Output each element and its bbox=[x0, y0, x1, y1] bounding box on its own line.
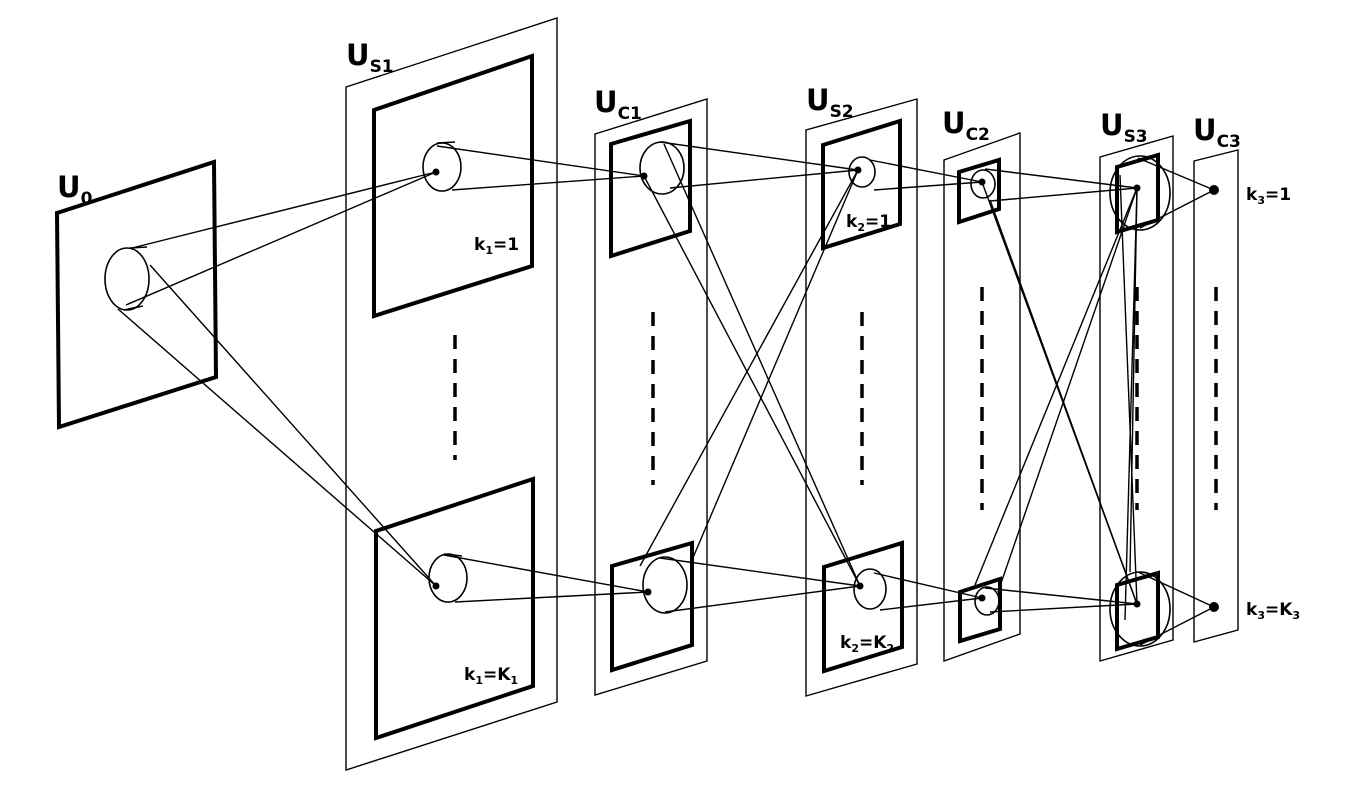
label-k3-first: k3=1 bbox=[1246, 185, 1291, 207]
cell-plane-us3-first bbox=[1115, 152, 1160, 235]
cell-dot-us3-bottom bbox=[1133, 600, 1141, 608]
cell-dot-us3-top bbox=[1133, 184, 1141, 192]
cell-plane-us2-k2-last bbox=[822, 540, 904, 674]
cell-dot-us2-bottom bbox=[856, 582, 864, 590]
layer-slab-us1 bbox=[345, 17, 558, 771]
rf-us2-bottom bbox=[853, 568, 887, 610]
cell-plane-uc2-first bbox=[957, 157, 1001, 225]
cell-dot-us2-top bbox=[854, 166, 862, 174]
rf-uc1-bottom bbox=[642, 556, 688, 614]
rf-us2-top bbox=[848, 156, 876, 188]
rf-uc2-bottom bbox=[974, 586, 1000, 616]
rf-u0 bbox=[104, 247, 150, 311]
cell-dot-us1-top bbox=[432, 168, 440, 176]
label-k1-last: k1=K1 bbox=[464, 665, 518, 687]
rf-uc2-top bbox=[970, 169, 996, 199]
label-uc1: UC1 bbox=[594, 85, 642, 124]
label-k3-last: k3=K3 bbox=[1246, 600, 1300, 622]
cell-plane-us3-last bbox=[1115, 570, 1160, 652]
layer-slab-uc3 bbox=[1193, 149, 1239, 643]
cell-plane-us1-k1-first bbox=[372, 53, 534, 319]
layer-slab-uc2 bbox=[943, 132, 1021, 662]
cell-plane-us1-k1-last bbox=[374, 476, 535, 741]
connection-lines bbox=[117, 141, 1215, 646]
label-uc2: UC2 bbox=[942, 106, 990, 145]
cell-dot-uc2-bottom bbox=[978, 594, 986, 602]
rf-us1-top bbox=[422, 142, 462, 192]
cell-plane-us2-k2-first bbox=[821, 118, 902, 251]
cell-dot-uc3-top bbox=[1209, 185, 1219, 195]
cell-dots bbox=[432, 166, 1219, 612]
cell-dot-uc1-top bbox=[640, 172, 648, 180]
receptive-fields bbox=[104, 141, 1171, 647]
input-plane-u0 bbox=[54, 159, 219, 430]
label-k2-first: k2=1 bbox=[846, 212, 891, 234]
label-uc3: UC3 bbox=[1193, 113, 1241, 152]
cell-plane-uc1-first bbox=[609, 118, 692, 259]
rf-us3-bottom bbox=[1109, 571, 1171, 647]
label-us2: US2 bbox=[806, 83, 854, 122]
label-k1-first: k1=1 bbox=[474, 235, 519, 257]
label-us1: US1 bbox=[346, 38, 394, 77]
label-k2-last: k2=K2 bbox=[840, 633, 894, 655]
rf-uc1-top bbox=[639, 141, 685, 195]
layer-slab-uc1 bbox=[594, 98, 708, 696]
cell-dot-uc1-bottom bbox=[644, 588, 652, 596]
cell-plane-uc2-last bbox=[958, 576, 1002, 644]
cell-dot-uc3-bottom bbox=[1209, 602, 1219, 612]
rf-us1-bottom bbox=[428, 553, 468, 603]
label-us3: US3 bbox=[1100, 108, 1148, 147]
label-u0: U0 bbox=[57, 170, 93, 209]
layer-slab-us3 bbox=[1099, 135, 1174, 662]
cell-plane-uc1-last bbox=[610, 540, 694, 673]
cell-dot-uc2-top bbox=[978, 178, 986, 186]
rf-us3-top bbox=[1109, 155, 1171, 231]
layer-slab-us2 bbox=[805, 98, 918, 697]
cell-dot-us1-bottom bbox=[432, 582, 440, 590]
